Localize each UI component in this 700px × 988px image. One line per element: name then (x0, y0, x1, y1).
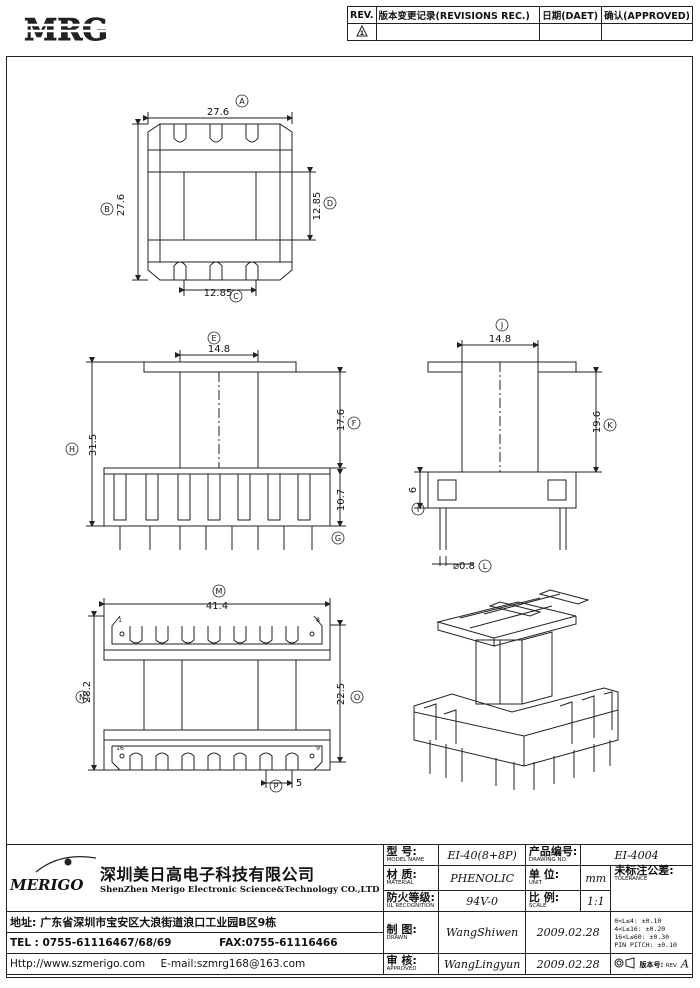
dim-f-value: 17.6 (336, 409, 347, 431)
dim-l-value: ⌀0.8 (453, 561, 475, 572)
dim-o-tag: O (354, 693, 360, 702)
dim-e-value: 14.8 (208, 344, 230, 355)
company-name-cn: 深圳美日高电子科技有限公司 (100, 865, 315, 884)
http-text[interactable]: Http://www.szmerigo.com (10, 958, 146, 970)
dim-j-tag: J (500, 321, 503, 330)
dim-i-tag: I (417, 505, 419, 514)
dim-h-value: 31.5 (88, 434, 99, 456)
tolerance-list: 0<L≤4: ±0.10 4<L≤16: ±0.20 16<L≤60: ±0.3… (610, 911, 693, 954)
revision-table: REV. 版本变更记录(REVISIONS REC.) 日期(DAET) 确认(… (347, 6, 693, 41)
revision-header-row: REV. 版本变更记录(REVISIONS REC.) 日期(DAET) 确认(… (347, 6, 693, 24)
pin-label-16: 16 (116, 745, 124, 752)
version-value: A (681, 957, 689, 970)
company-cell: MERIGO 深圳美日高电子科技有限公司 ShenZhen Merigo Ele… (6, 844, 384, 912)
dim-p-value: 5 (296, 778, 302, 789)
version-cell: 版本号: REV. A (610, 953, 693, 975)
ul-value: 94V-0 (438, 890, 526, 912)
title-block: MERIGO 深圳美日高电子科技有限公司 ShenZhen Merigo Ele… (6, 844, 693, 975)
dim-g-tag: G (335, 534, 341, 543)
dim-l-tag: L (483, 562, 488, 571)
dim-n-tag: N (79, 693, 85, 702)
tolerance-label: 未标注公差:TOLERANCE (610, 865, 693, 912)
pin-label-9: 9 (316, 745, 320, 752)
unit-label: 单 位:UNIT (524, 865, 582, 891)
dim-k-value: 19.6 (592, 411, 603, 433)
drawn-date: 2009.02.28 (524, 911, 612, 954)
drawn-label: 制 图:DRAWN (382, 911, 440, 954)
svg-text:1: 1 (360, 30, 364, 37)
isometric-view (413, 589, 619, 790)
company-name-en: ShenZhen Merigo Electronic Science&Techn… (100, 885, 380, 895)
approved-date: 2009.02.28 (524, 953, 612, 975)
dim-f-tag: F (352, 419, 357, 428)
dim-a-tag: A (239, 97, 245, 106)
fax-text: FAX:0755-61116466 (219, 937, 338, 949)
dim-h-tag: H (69, 445, 75, 454)
dim-e-tag: E (211, 334, 216, 343)
approved-value: WangLingyun (438, 953, 526, 975)
drawing-no-label: 产品编号:DRAWING NO. (524, 844, 582, 866)
dim-m-tag: M (216, 587, 223, 596)
top-view (132, 112, 316, 296)
drawing-no-value: EI-4004 (580, 844, 693, 866)
ul-label: 防火等级:UL RECOGNITION (382, 890, 440, 912)
dim-d-tag: D (327, 199, 333, 208)
dim-c-tag: C (233, 292, 239, 301)
side-view (414, 340, 602, 566)
dim-b-tag: B (104, 205, 110, 214)
model-value: EI-40(8+8P) (438, 844, 526, 866)
merigo-logo: MERIGO (10, 876, 84, 894)
projection-symbol-icon (614, 956, 636, 972)
scale-label: 比 例:SCALE (524, 890, 582, 912)
version-label: 版本号: REV. (639, 961, 678, 969)
bottom-view (88, 598, 346, 788)
dim-k-tag: K (607, 421, 613, 430)
dim-o-value: 22.5 (336, 683, 347, 705)
unit-value: mm (580, 865, 612, 891)
contact-web-row: Http://www.szmerigo.com E-mail:szmrg168@… (6, 953, 384, 975)
dim-j-value: 14.8 (489, 334, 511, 345)
pin-label-8: 8 (316, 617, 320, 624)
drawn-value: WangShiwen (438, 911, 526, 954)
date-column-header: 日期(DAET) (539, 6, 603, 24)
material-label: 材 质:MATERIAL (382, 865, 440, 891)
pin-label-1: 1 (118, 617, 122, 624)
material-value: PHENOLIC (438, 865, 526, 891)
dim-d-value: 12.85 (312, 192, 323, 221)
dim-m-value: 41.4 (206, 601, 228, 612)
address-text: 地址: 广东省深圳市宝安区大浪街道浪口工业园B区9栋 (6, 911, 384, 933)
dim-b-value: 27.6 (116, 194, 127, 216)
dim-n-value: 28.2 (82, 681, 93, 703)
dim-c-value: 12.85 (204, 288, 233, 299)
dim-p-tag: P (274, 782, 279, 791)
model-label: 型 号:MODEL NAME (382, 844, 440, 866)
scale-value: 1:1 (580, 890, 612, 912)
dim-g-value: 10.7 (336, 489, 347, 511)
front-view (86, 350, 346, 550)
mrg-logo: MRG (10, 8, 122, 49)
drawing-frame (6, 56, 693, 978)
tel-text: TEL : 0755-61116467/68/69 (10, 937, 172, 949)
approved-label: 审 核:APPROVED (382, 953, 440, 975)
email-text[interactable]: E-mail:szmrg168@163.com (160, 958, 306, 970)
contact-phone-row: TEL : 0755-61116467/68/69 FAX:0755-61116… (6, 932, 384, 954)
dim-a-value: 27.6 (207, 107, 229, 118)
revision-row: 1 (347, 23, 693, 41)
dim-i-value: 6 (408, 487, 419, 493)
